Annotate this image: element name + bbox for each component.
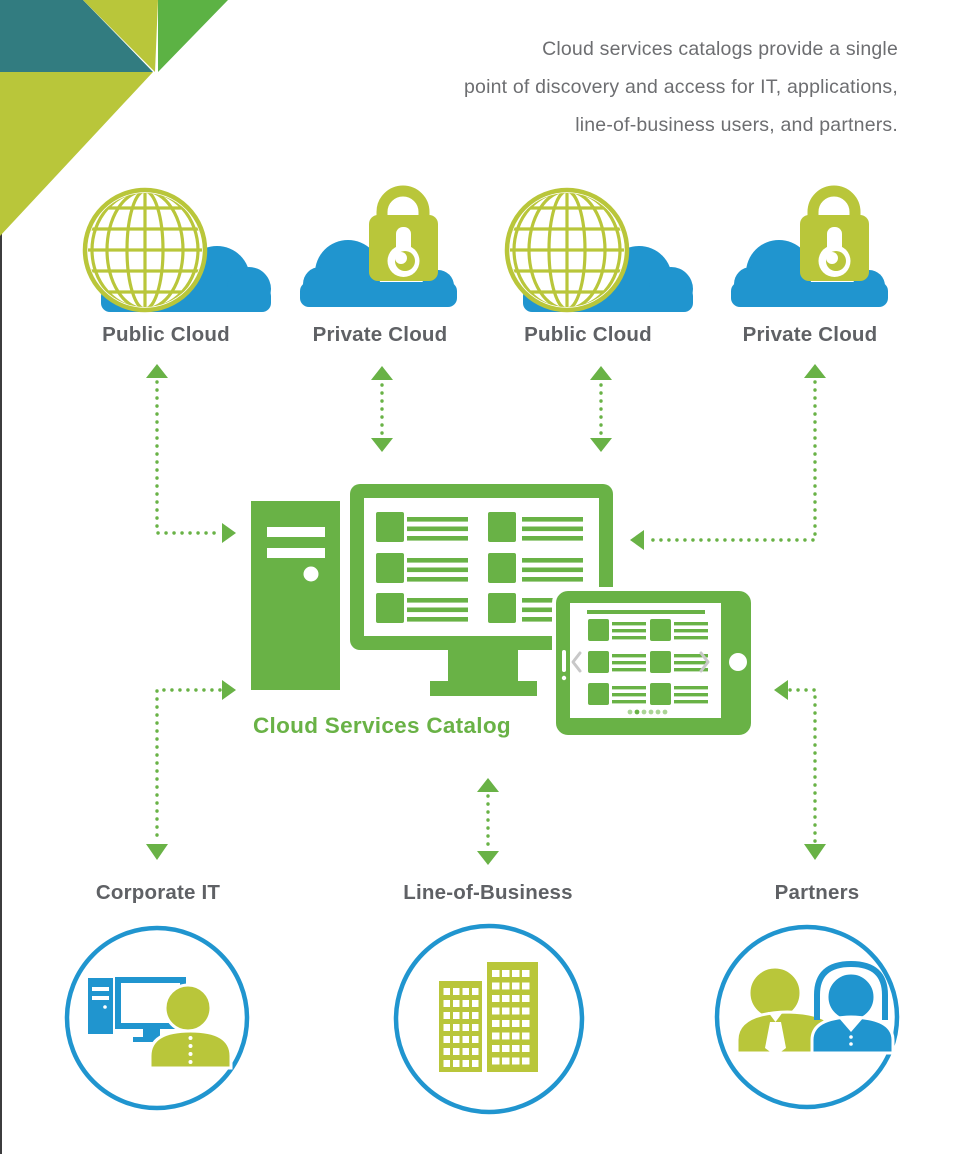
workstation-person-icon (88, 977, 233, 1070)
tablet-home-button (729, 653, 747, 671)
private-cloud-icon-2 (731, 185, 888, 307)
arrow-public1-to-catalog (146, 364, 236, 543)
arrow-public2-to-catalog (590, 366, 612, 452)
cloud-label-private-2: Private Cloud (742, 323, 878, 346)
catalog-title: Cloud Services Catalog (253, 713, 511, 738)
consumer-circles (64, 923, 900, 1115)
keyhole (387, 227, 420, 277)
chevron-left-icon (571, 651, 582, 673)
padlock-icon (369, 185, 438, 281)
label-partners: Partners (774, 881, 860, 904)
label-line-of-business: Line-of-Business (403, 881, 573, 904)
cloud-label-public-2: Public Cloud (524, 323, 652, 346)
server-tower-icon (251, 501, 340, 690)
green-triangle (158, 0, 228, 72)
partners-circle (714, 924, 900, 1110)
catalog-entries-tablet (587, 610, 708, 705)
intro-text: Cloud services catalogs provide a single… (258, 30, 898, 144)
desktop-monitor-icon (350, 484, 613, 696)
globe-icon (504, 187, 630, 313)
teal-triangle (0, 0, 153, 72)
arrow-private2-to-catalog (630, 364, 826, 550)
tablet-icon (552, 587, 755, 739)
arrow-corporate-it-to-catalog (146, 680, 236, 860)
intro-line-3: line-of-business users, and partners. (575, 114, 898, 136)
page-left-border (0, 0, 2, 1154)
public-cloud-icon-1 (82, 187, 271, 313)
lime-big-triangle (0, 72, 153, 236)
label-corporate-it: Corporate IT (95, 881, 221, 904)
chevron-right-icon (699, 651, 710, 673)
private-cloud-icon-1 (300, 185, 457, 307)
carousel-dots (627, 709, 668, 715)
keyhole (818, 227, 851, 277)
intro-line-1: Cloud services catalogs provide a single (542, 38, 898, 60)
arrow-line-of-business-to-catalog (477, 778, 499, 865)
blue-cloud-shape (731, 240, 888, 307)
tie (765, 1012, 786, 1056)
intro-line-2: point of discovery and access for IT, ap… (463, 76, 898, 98)
lime-top-triangle (83, 0, 158, 72)
arrow-private1-to-catalog (371, 366, 393, 452)
arrow-partners-to-catalog (774, 680, 826, 860)
globe-icon (82, 187, 208, 313)
blue-cloud-shape (300, 240, 457, 307)
cloud-label-public-1: Public Cloud (102, 323, 230, 346)
corner-triangles-decoration (0, 0, 228, 236)
office-buildings-icon (439, 962, 538, 1072)
line-of-business-circle (393, 923, 585, 1115)
two-people-icon (735, 960, 895, 1056)
cloud-services-catalog-illustration (251, 484, 755, 739)
corporate-it-circle (64, 925, 250, 1111)
public-cloud-icon-2 (504, 187, 693, 313)
padlock-icon (800, 185, 869, 281)
cloud-label-private-1: Private Cloud (312, 323, 448, 346)
